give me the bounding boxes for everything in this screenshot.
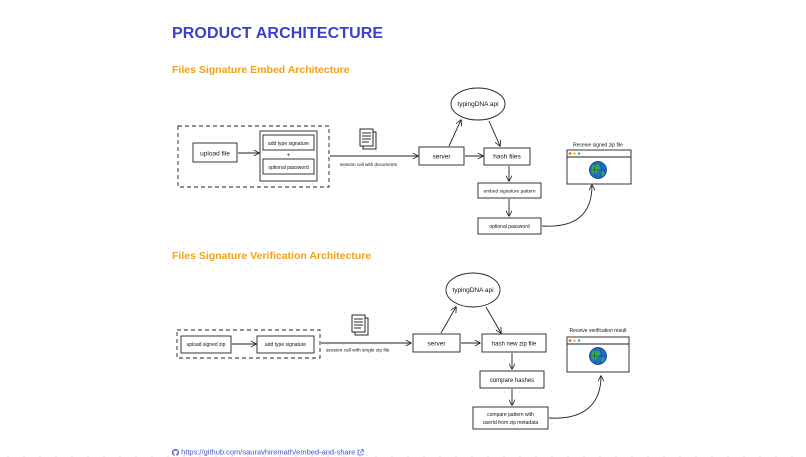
upload-signed-zip-box [180,335,232,354]
github-link[interactable]: https://github.com/sauravhiremath/embed-… [172,447,365,457]
upload-signed-zip-label: upload signed zip [187,342,226,348]
verify-typingdna-label: typingDNA api [452,287,493,294]
verify-client-dashed-box [176,329,321,359]
optional-password-label: optional password [489,224,530,230]
arrow-verify-server-to-api [440,307,456,334]
upload-file-box [192,142,238,163]
add-type-signature-label: add type signature [268,141,309,147]
embed-globe-icon [589,161,607,179]
embed-document-icon [359,128,377,150]
verify-server-box [412,333,461,353]
embed-section-title: Files Signature Embed Architecture [172,64,350,76]
receive-signed-label: Receive signed zip file [573,143,623,149]
compare-pattern-box [472,406,549,430]
embed-typingdna-label: typingDNA api [457,101,498,108]
add-type-signature-box [262,134,315,151]
arrow-to-receive-signed [541,185,592,227]
compare-hashes-label: compare hashes [490,378,534,384]
plus-label: + [287,153,291,159]
optional-password-box [477,217,542,235]
compare-pattern-label-line2: userId from zip metadata [483,420,539,426]
hash-files-label: hash files [493,154,521,161]
hash-new-zip-label: hash new zip file [492,342,537,348]
verify-server-label: server [427,341,446,348]
github-link-text: https://github.com/sauravhiremath/embed-… [181,447,356,457]
verify-add-signature-label: add type signature [265,342,306,348]
embed-server-box [418,146,465,166]
embed-client-dashed-box [177,125,330,188]
arrow-server-to-api [448,120,461,147]
verify-section-title: Files Signature Verification Architectur… [172,250,372,262]
embed-typingdna-ellipse [450,87,506,121]
arrow-verify-api-to-hash [485,306,501,333]
page-title: PRODUCT ARCHITECTURE [172,25,384,42]
verify-typingdna-ellipse [445,272,501,308]
arrow-to-receive-verification [548,376,601,419]
embed-pattern-label: embed signature pattern [484,189,536,195]
optional-password-inner-box [262,158,315,175]
compare-pattern-label-line1: compare pattern with [487,412,534,418]
embed-session-label: session call with documents [340,162,398,167]
external-link-icon [358,448,365,455]
verify-globe-icon [589,347,607,365]
embed-browser-dots [568,152,581,155]
verify-browser-dots [568,339,581,342]
hash-files-box [483,147,531,166]
verify-session-label: session call with single zip file [326,348,390,354]
embed-server-label: server [432,154,451,161]
compare-hashes-box [479,370,545,389]
hash-new-zip-box [481,333,547,353]
embed-pattern-box [477,182,542,199]
upload-file-label: upload file [200,151,230,158]
verify-add-signature-box [256,335,315,354]
arrow-api-to-hash [488,120,500,146]
receive-verification-label: Receive verification result [570,328,628,334]
verify-document-icon [351,314,369,336]
optional-password-inner-label: optional password [268,165,309,171]
github-icon [172,448,179,456]
